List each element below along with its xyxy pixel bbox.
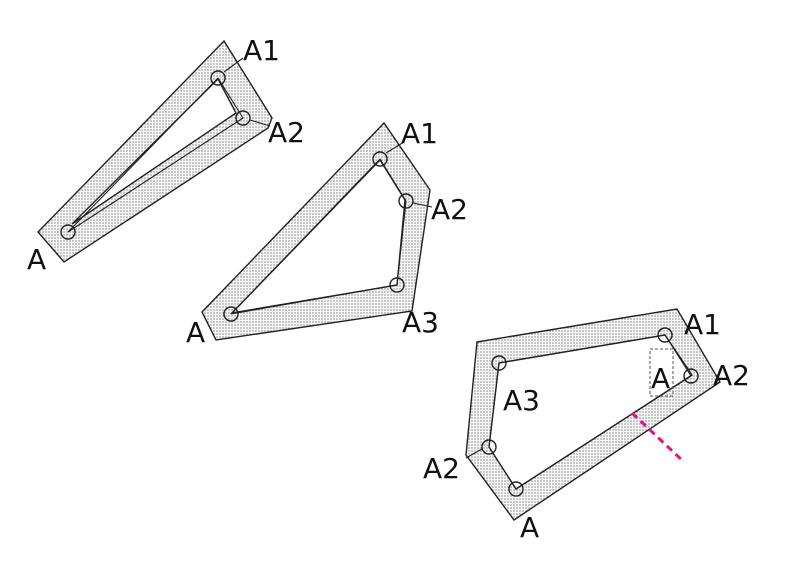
figure-2-edge-a-a1: [230, 158, 381, 315]
figure-3-label-left-a2: A2: [423, 452, 460, 485]
figure-1-node-a: [60, 224, 76, 240]
figure-3-node-a3: [491, 355, 507, 371]
figure-3-label-boxed-a: A: [651, 362, 670, 395]
figure-1-label-a: A: [27, 243, 46, 276]
figure-2-label-a: A: [186, 316, 205, 349]
figure-2-leader-a1: [385, 141, 405, 154]
figure-3-pentagon-loop: A1 A2 A3 A A2 A: [423, 308, 750, 544]
figure-2-label-a2: A2: [431, 193, 468, 226]
figure-2-label-a1: A1: [401, 117, 438, 150]
figure-2-node-a: [223, 306, 239, 322]
figure-1-label-a2: A2: [268, 116, 305, 149]
figure-3-label-a3: A3: [503, 384, 540, 417]
figure-3-edge-a-left: [488, 446, 517, 490]
figure-2-quad-loop: A A1 A2 A3: [186, 117, 468, 349]
figure-2-label-a3: A3: [402, 306, 439, 339]
figure-3-leader-left: [465, 448, 483, 459]
figure-3-label-a2: A2: [713, 359, 750, 392]
figure-3-node-a: [508, 481, 524, 497]
figure-1-label-a1: A1: [243, 34, 280, 67]
figure-2-edge-a1-a2: [379, 158, 407, 202]
figure-3-label-a: A: [520, 511, 539, 544]
figure-3-edge-a1-a2: [664, 334, 692, 377]
figure-3-edge-a3-a1: [498, 334, 666, 364]
figure-3-dashed-box: [649, 348, 674, 397]
figure-1-node-a1: [210, 70, 226, 86]
figure-3-edge-a2-a: [515, 375, 692, 490]
figure-2-edge-a3-a: [230, 284, 398, 315]
figure-1-band: [37, 39, 273, 263]
figure-3-node-left: [481, 439, 497, 455]
figure-1-edge-a2-a: [67, 117, 244, 233]
figure-3-node-a1: [657, 327, 673, 343]
figure-3-node-a2: [683, 368, 699, 384]
figure-3-label-a1: A1: [684, 308, 721, 341]
figure-2-band: [201, 121, 431, 341]
figure-1-leader-a1: [223, 57, 244, 73]
figure-1-edge-a-a1: [67, 77, 219, 233]
figure-2-node-a2: [398, 193, 414, 209]
figure-2-leader-a2: [412, 202, 433, 208]
figure-1-leader-a2: [249, 119, 271, 127]
figure-3-edge-left-a3: [488, 362, 500, 448]
figure-1-edge-a1-a2: [217, 77, 244, 119]
figure-1-triangle-loop: A A1 A2: [27, 34, 305, 276]
figure-2-node-a3: [389, 277, 405, 293]
figure-1-node-a2: [235, 110, 251, 126]
figure-2-edge-a2-a3: [396, 200, 407, 286]
figure-2-node-a1: [372, 151, 388, 167]
